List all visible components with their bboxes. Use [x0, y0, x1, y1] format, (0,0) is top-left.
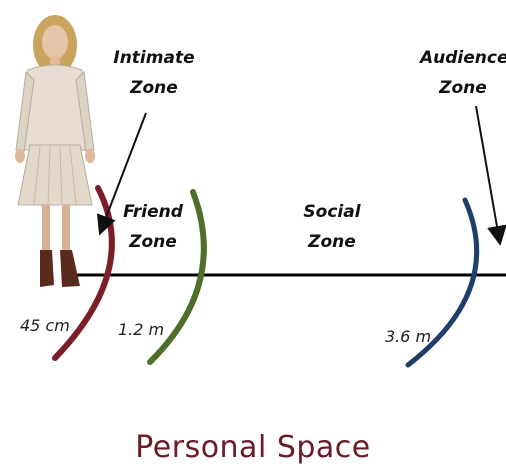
- intimate-zone-label-line2: Zone: [130, 78, 178, 98]
- friend-zone-arc: [147, 189, 207, 365]
- audience-zone-label-line2: Zone: [439, 78, 487, 98]
- intimate-zone-arc: [52, 185, 115, 361]
- friend-zone-label: Friend Zone: [113, 197, 193, 257]
- social-zone-label-line1: Social: [303, 202, 361, 222]
- social-zone-label: Social Zone: [292, 197, 372, 257]
- diagram-title: Personal Space: [135, 430, 371, 465]
- audience-zone-label-line1: Audience: [420, 48, 506, 68]
- intimate-distance-label: 45 cm: [20, 316, 70, 335]
- intimate-zone-label: Intimate Zone: [104, 43, 204, 103]
- friend-zone-label-line1: Friend: [123, 202, 183, 222]
- intimate-zone-arrow: [96, 112, 147, 236]
- friend-distance-label: 1.2 m: [118, 320, 165, 339]
- social-distance-label: 3.6 m: [385, 327, 432, 346]
- audience-zone-label: Audience Zone: [420, 43, 506, 103]
- friend-zone-label-line2: Zone: [129, 232, 177, 252]
- audience-zone-arrow: [475, 105, 506, 246]
- woman-figure-icon: [15, 15, 95, 287]
- intimate-zone-label-line1: Intimate: [113, 48, 195, 68]
- social-zone-label-line2: Zone: [308, 232, 356, 252]
- audience-zone-arc: [405, 197, 480, 368]
